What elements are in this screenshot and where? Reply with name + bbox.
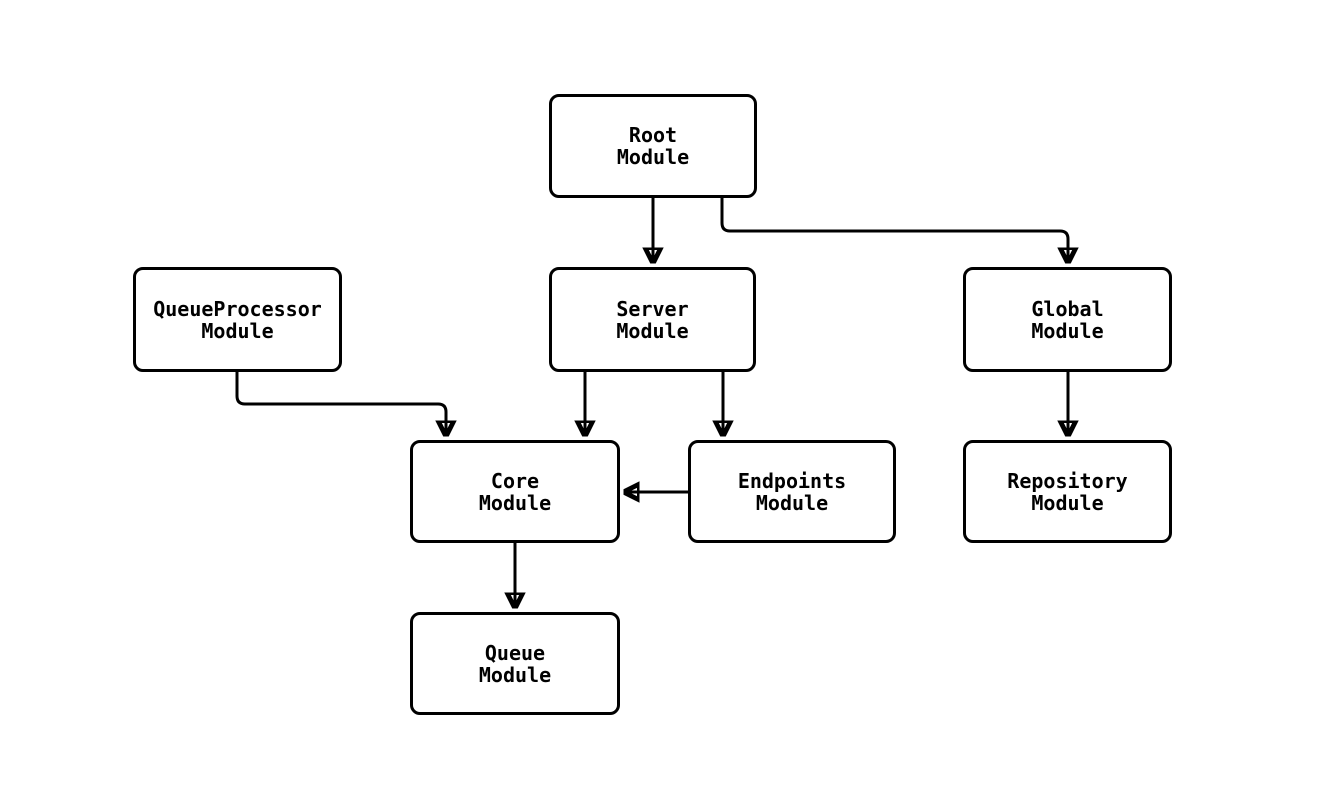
node-global-module-label: Global Module	[1031, 296, 1104, 343]
node-endpoints-module: Endpoints Module	[688, 440, 896, 543]
node-queueprocessor-module-label: QueueProcessor Module	[153, 296, 322, 343]
node-queue-module-label: Queue Module	[478, 640, 552, 687]
node-repository-module: Repository Module	[963, 440, 1172, 543]
node-server-module: Server Module	[549, 267, 756, 372]
node-core-module-label: Core Module	[478, 468, 552, 515]
node-global-module: Global Module	[963, 267, 1172, 372]
edge-queueprocessor-to-core	[235, 372, 446, 435]
node-endpoints-module-label: Endpoints Module	[737, 468, 847, 515]
node-server-module-label: Server Module	[616, 296, 689, 343]
node-root-module-label: Root Module	[616, 123, 690, 169]
node-queueprocessor-module: QueueProcessor Module	[133, 267, 342, 372]
node-queue-module: Queue Module	[410, 612, 620, 715]
node-core-module: Core Module	[410, 440, 620, 543]
node-root-module: Root Module	[549, 94, 757, 198]
edge-root-to-global	[720, 198, 1068, 262]
node-repository-module-label: Repository Module	[1007, 468, 1128, 515]
